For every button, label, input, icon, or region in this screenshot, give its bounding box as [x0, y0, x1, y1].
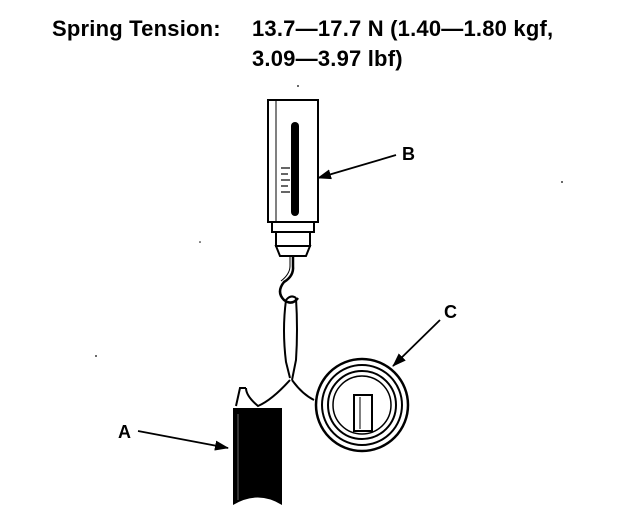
callout-label-b: B: [402, 144, 415, 164]
scale-hook: [278, 256, 299, 304]
coil-inner-ring: [332, 375, 392, 435]
spec-label: Spring Tension:: [52, 16, 221, 41]
spring-scale: [267, 99, 319, 257]
callout-arrow-a: [137, 430, 229, 451]
spring-arm: [245, 379, 291, 408]
coil-outer-ring: [314, 357, 410, 453]
brush: [233, 408, 282, 505]
callout-arrow-c: [392, 319, 441, 367]
coil-center-post: [353, 394, 373, 432]
spring-tension-spec: Spring Tension: 13.7—17.7 N (1.40—1.80 k…: [0, 0, 640, 90]
scale-graduations: [281, 167, 290, 193]
scale-hook-inner: [280, 256, 291, 282]
spring-tail: [291, 379, 315, 401]
spring-wire-left: [283, 299, 291, 379]
callout-label-c: C: [444, 302, 457, 322]
brush-body: [233, 408, 282, 505]
coil-ring-2: [321, 364, 403, 446]
scale-neck: [275, 231, 311, 247]
coil-ring-3: [327, 370, 397, 440]
spring-arm-tip: [235, 387, 246, 407]
spec-value-line-1: 13.7—17.7 N (1.40—1.80 kgf,: [252, 16, 554, 41]
spring-wire-loop: [285, 295, 297, 301]
scan-specks: [95, 85, 563, 357]
spec-value-line-2: 3.09—3.97 lbf): [252, 46, 403, 71]
scale-collar: [271, 221, 315, 233]
callout-arrow-b: [317, 154, 397, 180]
spring-wire-right: [291, 297, 298, 381]
coil-spring: [314, 357, 410, 453]
scale-indicator-bar: [291, 122, 299, 216]
scale-tip: [274, 245, 312, 257]
callout-label-a: A: [118, 422, 131, 442]
